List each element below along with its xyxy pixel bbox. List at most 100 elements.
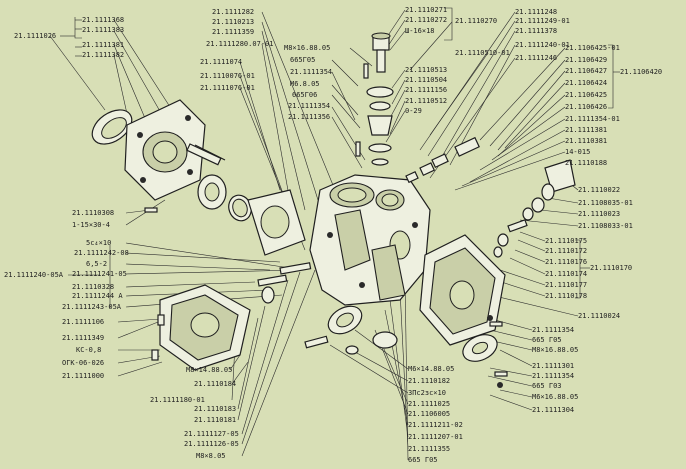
part-label: 21.1110022 [578,186,621,194]
top-stack-parts [355,32,394,166]
part-label: 21.1110076-01 [200,72,255,80]
part-label: 21.1111026 [14,32,57,40]
part-label: 21.1110170 [590,264,633,272]
part-label: 21.1111127-05 [184,430,239,438]
part-label: 21.1106424 [565,79,608,87]
part-label: Ш-16×18 [405,27,435,35]
part-label: 21.1111349 [62,334,105,342]
part-label: 21.1110024 [578,312,621,320]
part-label: 21.1111076-01 [200,84,255,92]
part-label: 21.1111246 [515,54,558,62]
part-label: 665 Г05 [532,336,562,344]
part-label: 21.1111359 [212,28,255,36]
lower-centre-parts [257,262,398,355]
right-fittings [405,136,576,258]
part-label: 0-29 [405,107,422,115]
part-label: 21.1110381 [565,137,608,145]
part-label: 665 Г05 [408,456,438,464]
part-label: 665Г06 [292,91,318,99]
part-label: 21.1111354 [532,326,575,334]
part-label: 21.1110513 [405,66,448,74]
part-label: 21.1111243-05A [62,303,122,311]
part-label: 21.1111280.07-01 [206,40,274,48]
part-label: 21.1111282 [212,8,255,16]
part-label: 21.1111207-01 [408,433,463,441]
part-label: 21.1111244 A [72,292,123,300]
part-label: 21.1111381 [82,41,125,49]
part-label: 21.1111241-05 [72,270,127,278]
part-label: КС-0,8 [76,346,102,354]
part-label: 1-15×30-4 [72,221,110,229]
part-label: 21.1106425 [565,91,608,99]
pump-housing [309,174,431,306]
part-label: 21.1111354 [290,68,333,76]
part-label: 21.1110328 [72,283,115,291]
part-label: 21.1110213 [212,18,255,26]
part-label: 21.1111381 [565,126,608,134]
part-label: 665 Г03 [532,382,562,390]
part-label: 21.1111382 [82,51,125,59]
part-label: 6,5-2 [86,260,108,268]
part-label: 21.1110182 [408,377,451,385]
part-label: 21.1111249-01 [515,17,570,25]
part-label: 21.1110175 [545,237,588,245]
part-label: 21.1110512 [405,97,448,105]
part-label: 21.1106429 [565,56,608,64]
part-label: 21.1111368 [82,16,125,24]
part-label: M6.8.05 [290,80,320,88]
part-label: 21.1111356 [288,113,331,121]
part-label: 21.1110181 [194,416,237,424]
part-label: 21.1110177 [545,281,588,289]
part-label: 665Г05 [290,56,316,64]
part-label: M6×14.88.05 [408,365,455,373]
part-label: 21.1110510-01 [455,49,510,57]
part-label: ОГК-06-026 [62,359,105,367]
part-label: 21.1111304 [532,406,575,414]
part-label: M8×16.88.05 [284,44,331,52]
left-lower-gasket [151,284,251,371]
part-label: 21.1108035-01 [578,199,633,207]
part-label: 21.1110183 [194,405,237,413]
part-label: 21.1110270 [455,17,498,25]
part-label: 21.1111354 [532,372,575,380]
part-label: 21.1110272 [405,16,448,24]
part-label: 21.1110271 [405,6,448,14]
part-label: 21.1110188 [565,159,608,167]
part-label: 21.1111240-01 [515,41,570,49]
part-label: M8×16.88.05 [532,346,579,354]
part-label: 3Пс2зс×10 [408,389,446,397]
part-label: 21.1111378 [515,27,558,35]
part-label: 21.1111156 [405,86,448,94]
part-label: 21.1111106 [62,318,105,326]
part-label: 21.1111240-05A [4,271,64,279]
part-label: 21.1110174 [545,270,588,278]
part-label: 21.1106005 [408,410,451,418]
part-label: 21.1111242-08 [74,249,129,257]
part-label: 21.1111000 [62,372,105,380]
part-label: 21.1111074 [200,58,243,66]
part-label: 21.1110308 [72,209,115,217]
part-label: M6×16.88.05 [532,393,579,401]
part-label: 5с₄×10 [86,239,112,247]
part-label: 21.1106425-01 [565,44,620,52]
part-label: 21.1110176 [545,258,588,266]
part-label: 21.1108033-01 [578,222,633,230]
part-label: M8×14.88.05 [186,366,233,374]
part-label: 21.1111248 [515,8,558,16]
right-cover-plate [419,234,508,388]
part-label: 21.1111354-01 [565,115,620,123]
shaft-and-rings [186,143,306,256]
part-label: 21.1106420 [620,68,663,76]
part-label: 21.1110178 [545,292,588,300]
part-label: 21.1111126-05 [184,440,239,448]
part-label: 21.1106427 [565,67,608,75]
part-label: 21.1111211-02 [408,421,463,429]
part-label: 21.1111025 [408,400,451,408]
part-label: 21.1110504 [405,76,448,84]
part-label: 14-015 [565,148,591,156]
part-label: 21.1110184 [194,380,237,388]
part-label: 21.1110023 [578,210,621,218]
part-label: 21.1111355 [408,445,451,453]
